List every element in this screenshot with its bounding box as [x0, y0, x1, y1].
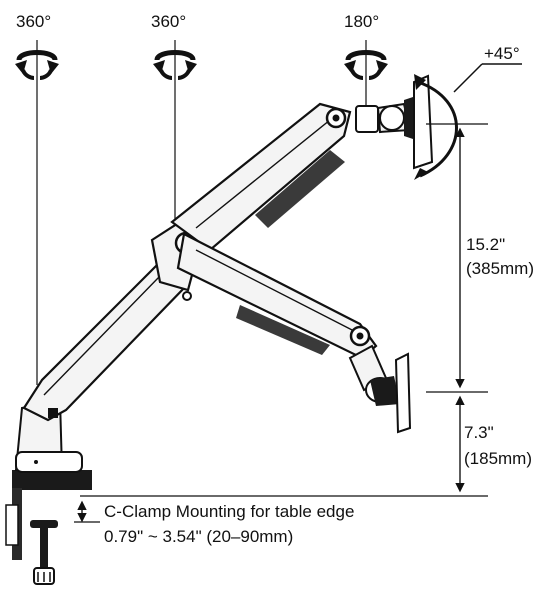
- lower-arm: [22, 260, 192, 422]
- tilt-label: +45°: [484, 44, 520, 63]
- upper-dimension-mm: (385mm): [466, 259, 534, 278]
- top-monitor-mount: [355, 74, 434, 170]
- clamp-note-line2: 0.79" ~ 3.54" (20–90mm): [104, 527, 293, 546]
- lower-dimension-mm: (185mm): [464, 449, 532, 468]
- upper-arm-top: [170, 102, 352, 252]
- clamp-note-line1: C-Clamp Mounting for table edge: [104, 502, 354, 521]
- rotation-label-head: 180°: [344, 12, 379, 31]
- upper-arm-lower: [176, 232, 378, 360]
- rotate-180-icon-head: [344, 50, 388, 80]
- rotate-360-icon-base: [15, 50, 59, 80]
- c-clamp: [5, 470, 92, 585]
- rotation-label-elbow: 360°: [151, 12, 186, 31]
- dimension-lines: [74, 123, 488, 523]
- rotate-360-icon-elbow: [153, 50, 197, 80]
- upper-dimension-inches: 15.2": [466, 235, 505, 254]
- rotation-label-base: 360°: [16, 12, 51, 31]
- lower-dimension-inches: 7.3": [464, 423, 494, 442]
- lower-monitor-mount: [348, 344, 412, 434]
